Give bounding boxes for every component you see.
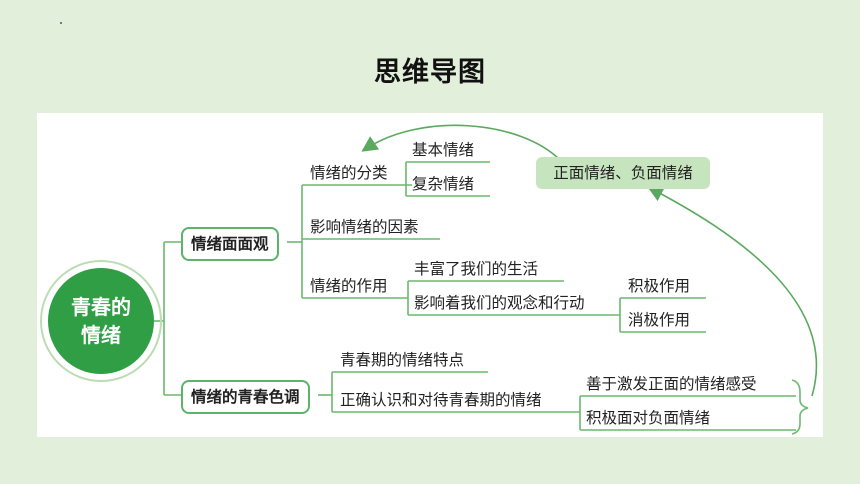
root-line2: 情绪 [81,323,121,347]
influence-label: 影响着我们的观念和行动 [414,294,585,312]
factors-label: 影响情绪的因素 [310,218,419,236]
annotation-pill: 正面情绪、负面情绪 [536,157,710,189]
stimulate-positive-label: 善于激发正面的情绪感受 [586,375,757,393]
branch1-node: 情绪面面观 [181,227,279,261]
decorative-dot [60,22,62,24]
page-title: 思维导图 [374,57,486,88]
root-line1: 青春的 [71,295,131,319]
complex-emotion-label: 复杂情绪 [412,175,475,193]
face-negative-label: 积极面对负面情绪 [586,409,711,427]
positive-effect-label: 积极作用 [628,277,691,295]
arrow-to-classification [361,124,561,161]
classification-label: 情绪的分类 [310,164,388,182]
negative-effect-label: 消极作用 [628,311,691,329]
enrich-life-label: 丰富了我们的生活 [414,260,539,278]
right-brace [791,379,809,435]
basic-emotion-label: 基本情绪 [412,141,475,159]
arrow-to-annotation [647,186,818,397]
root-node: 青春的 情绪 [48,268,154,374]
correct-attitude-label: 正确认识和对待青春期的情绪 [340,391,542,409]
branch2-node: 情绪的青春色调 [181,380,310,414]
function-label: 情绪的作用 [310,277,388,295]
traits-label: 青春期的情绪特点 [340,351,465,369]
root-ring [40,260,162,382]
